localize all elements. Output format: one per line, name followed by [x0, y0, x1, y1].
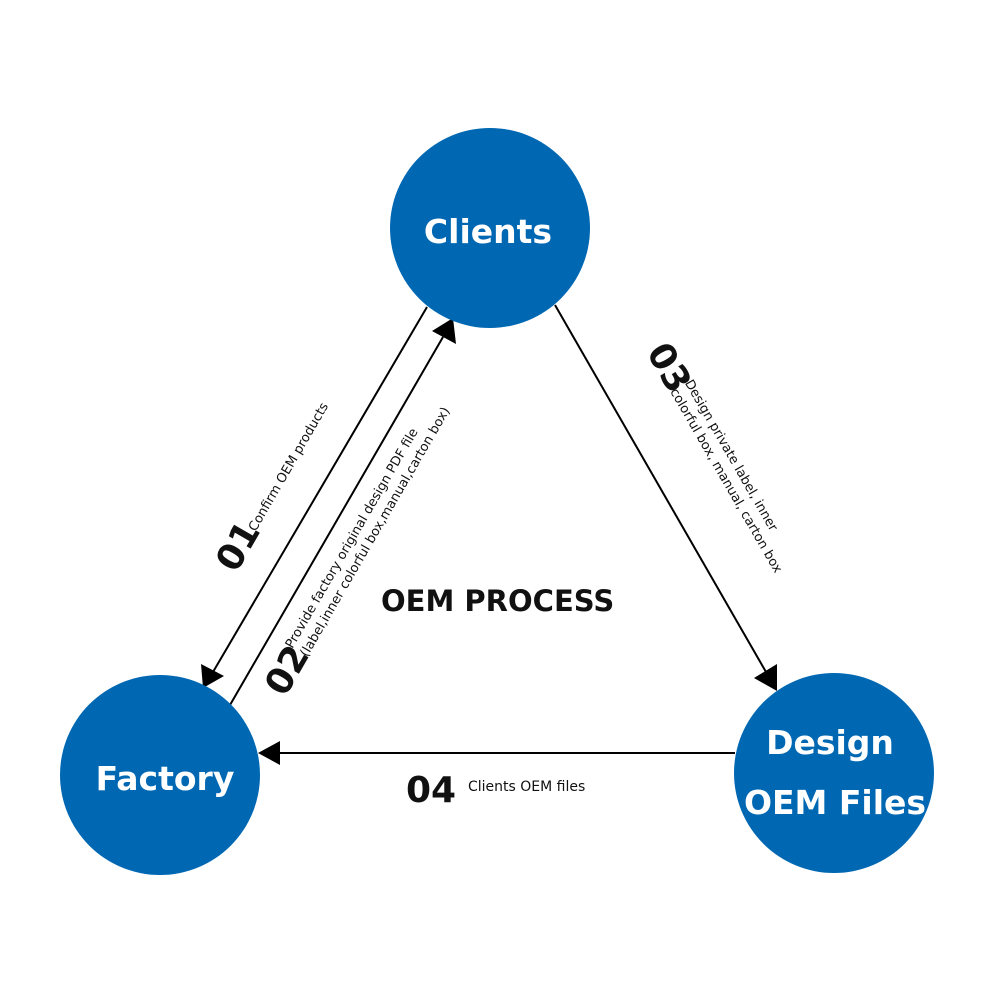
arrow-02-line [229, 336, 444, 706]
diagram-title: OEM PROCESS [381, 584, 614, 618]
step-04-number: 04 [406, 770, 456, 811]
step-03-text-line1: Design private label, inner [681, 377, 780, 534]
step-02-text-line2: (label,inner colorful box,manual,carton … [298, 405, 454, 660]
step-03-text-line2: colorful box, manual, carton box [666, 386, 784, 576]
arrow-03-line [554, 304, 767, 673]
node-design-label-line1: Design [766, 723, 894, 762]
step-01-text: Confirm OEM products [246, 400, 332, 534]
arrowhead-03-icon [754, 664, 777, 691]
step-03: 03 Design private label, inner colorful … [638, 336, 785, 576]
node-clients: Clients [390, 128, 590, 328]
node-clients-label: Clients [424, 212, 552, 251]
step-02: 02 Provide factory original design PDF f… [257, 405, 454, 703]
arrowhead-01-icon [201, 664, 224, 688]
step-04: 04 Clients OEM files [406, 770, 585, 811]
node-design-oem-files: Design OEM Files [734, 673, 934, 873]
arrowhead-02-icon [432, 318, 456, 344]
step-04-text: Clients OEM files [468, 779, 585, 795]
node-factory: Factory [60, 675, 260, 875]
node-design-label-line2: OEM Files [744, 783, 926, 822]
node-factory-label: Factory [96, 759, 235, 798]
arrowhead-04-icon [258, 741, 280, 765]
arrow-01-line [212, 306, 428, 673]
